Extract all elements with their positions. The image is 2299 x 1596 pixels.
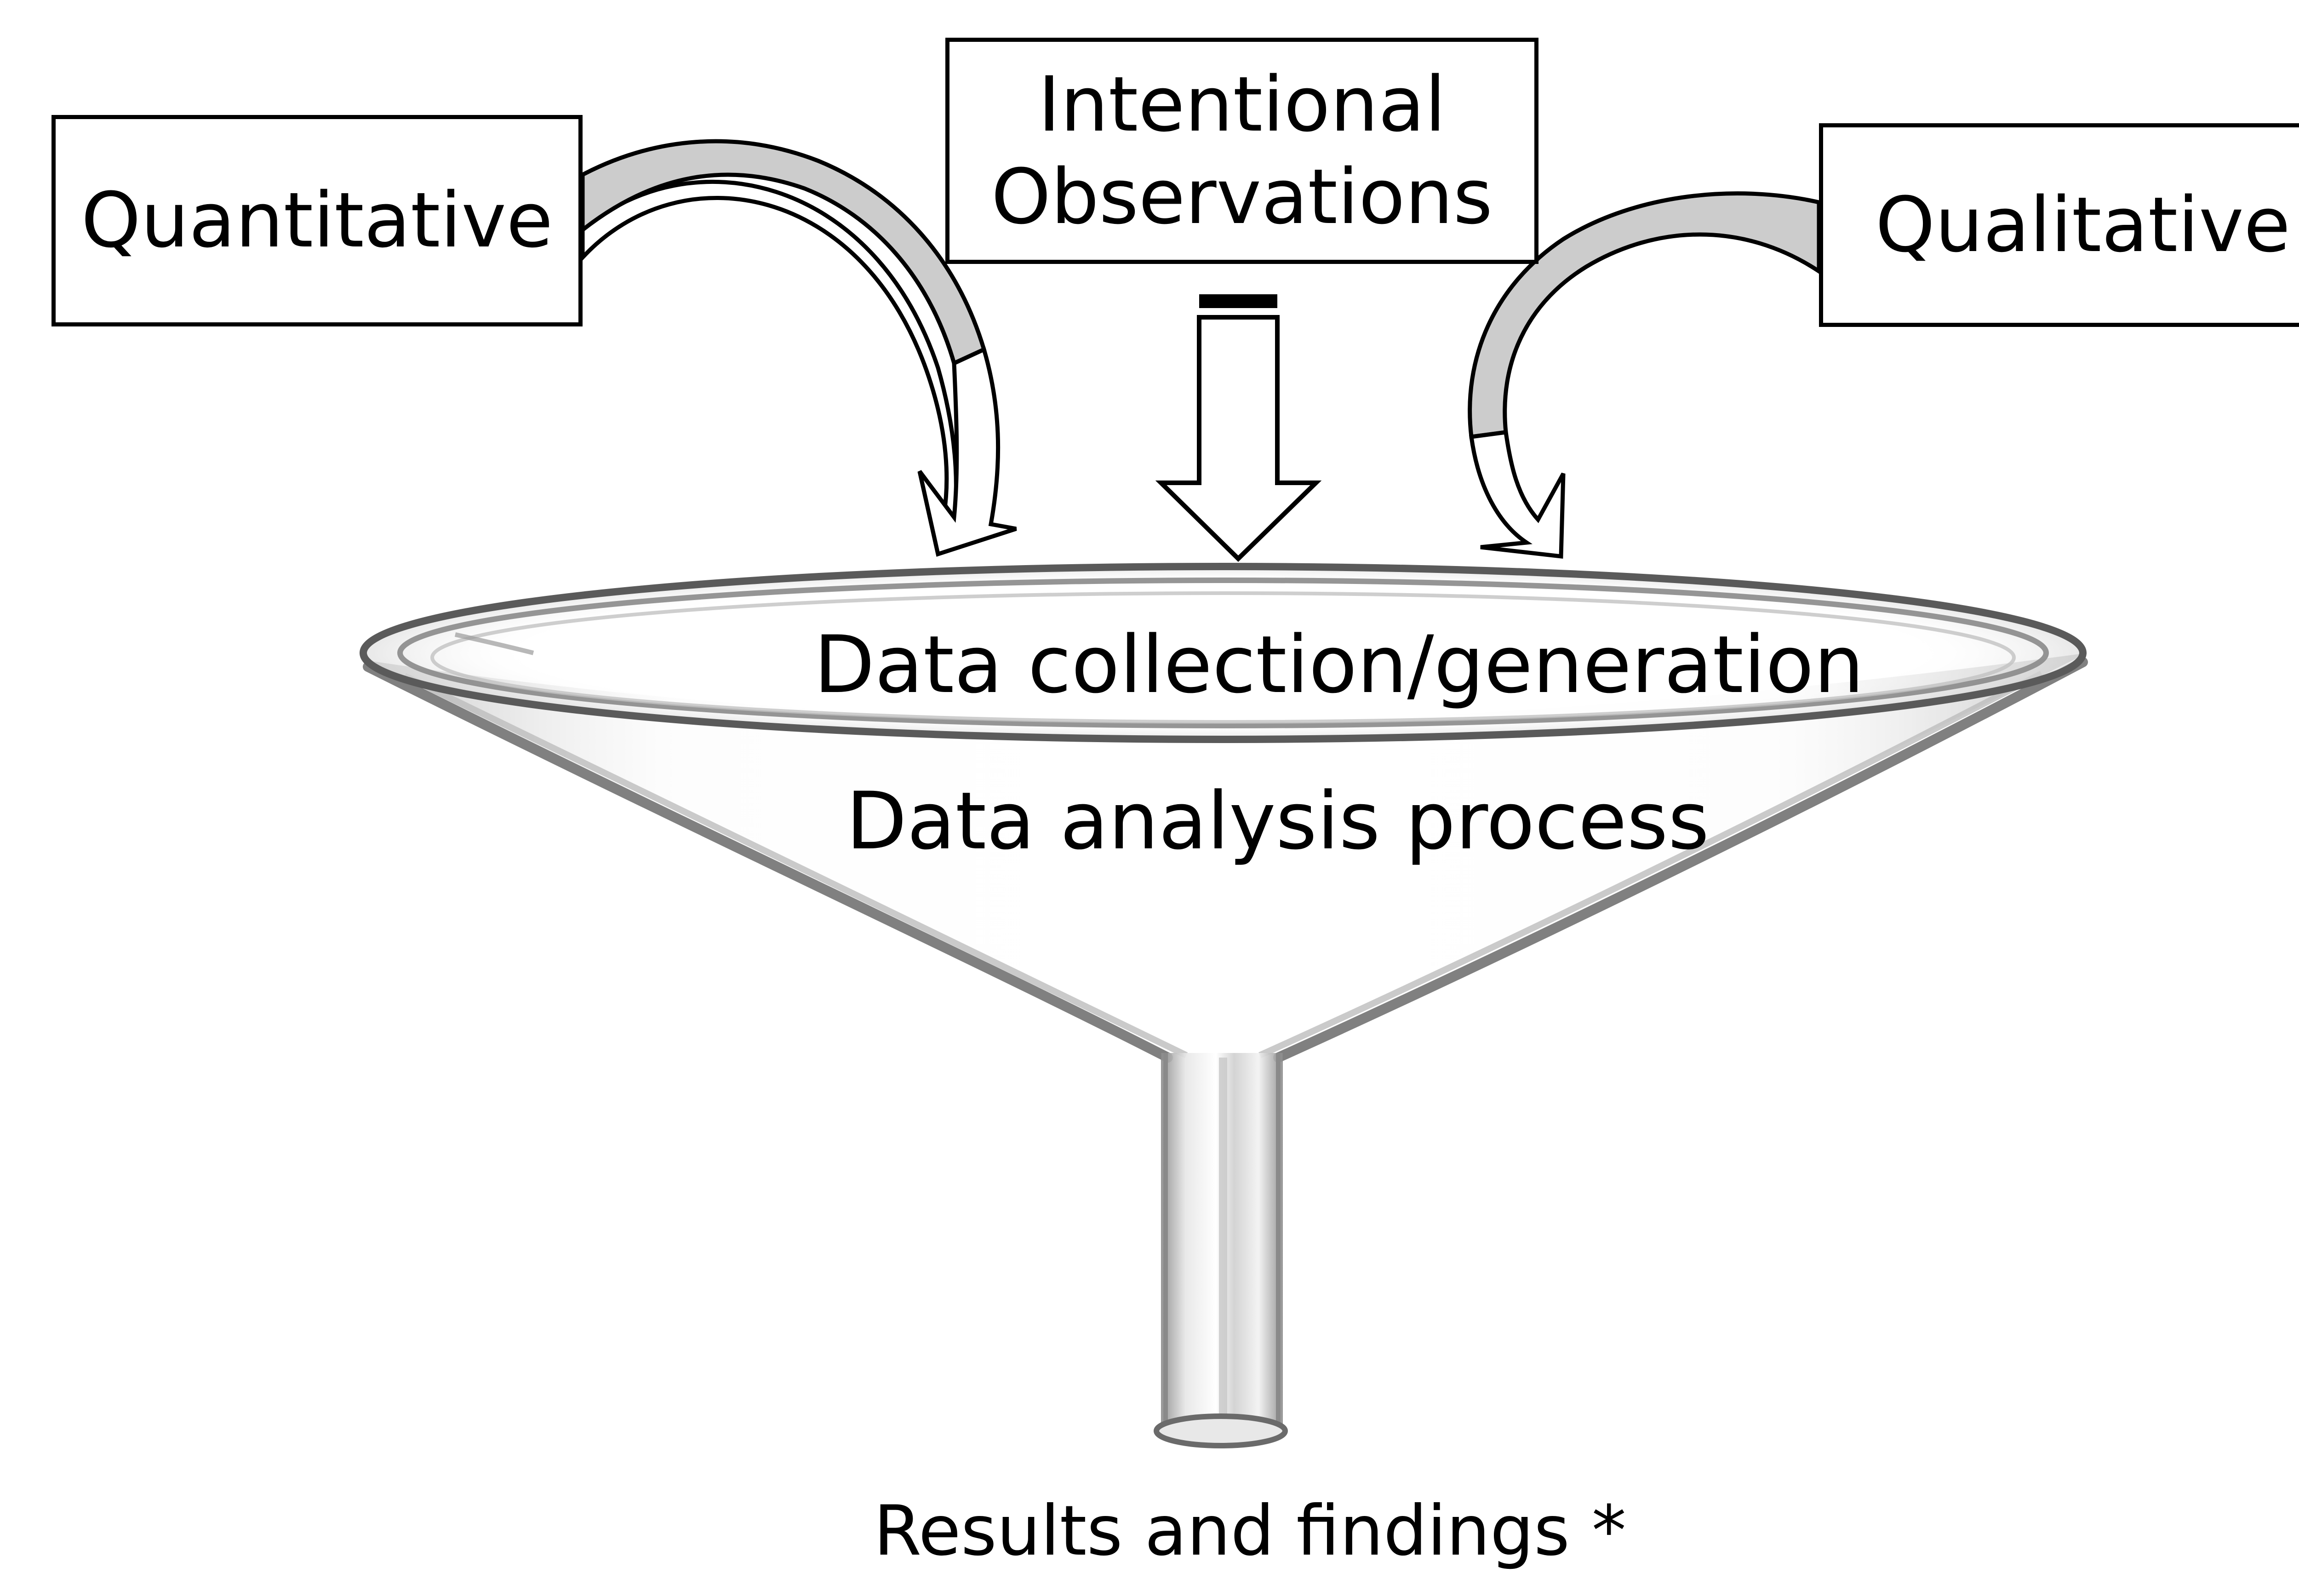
- data-collection-label: Data collection/generation: [814, 618, 1864, 711]
- quantitative-box: Quantitative: [51, 115, 583, 326]
- data-analysis-label: Data analysis process: [846, 775, 1710, 867]
- observations-arrow: [1155, 294, 1322, 562]
- intentional-label: Intentional: [1038, 60, 1446, 149]
- intentional-observations-box: Intentional Observations: [945, 38, 1538, 264]
- results-label: Results and findings *: [874, 1491, 1626, 1571]
- quantitative-arrow: [580, 139, 1017, 557]
- observations-label: Observations: [991, 153, 1493, 241]
- funnel-glass: [360, 563, 2088, 1448]
- qualitative-box: Qualitative: [1819, 123, 2299, 327]
- qualitative-label: Qualitative: [1875, 180, 2291, 269]
- qualitative-arrow: [1468, 191, 1821, 559]
- quantitative-label: Quantitative: [81, 176, 553, 265]
